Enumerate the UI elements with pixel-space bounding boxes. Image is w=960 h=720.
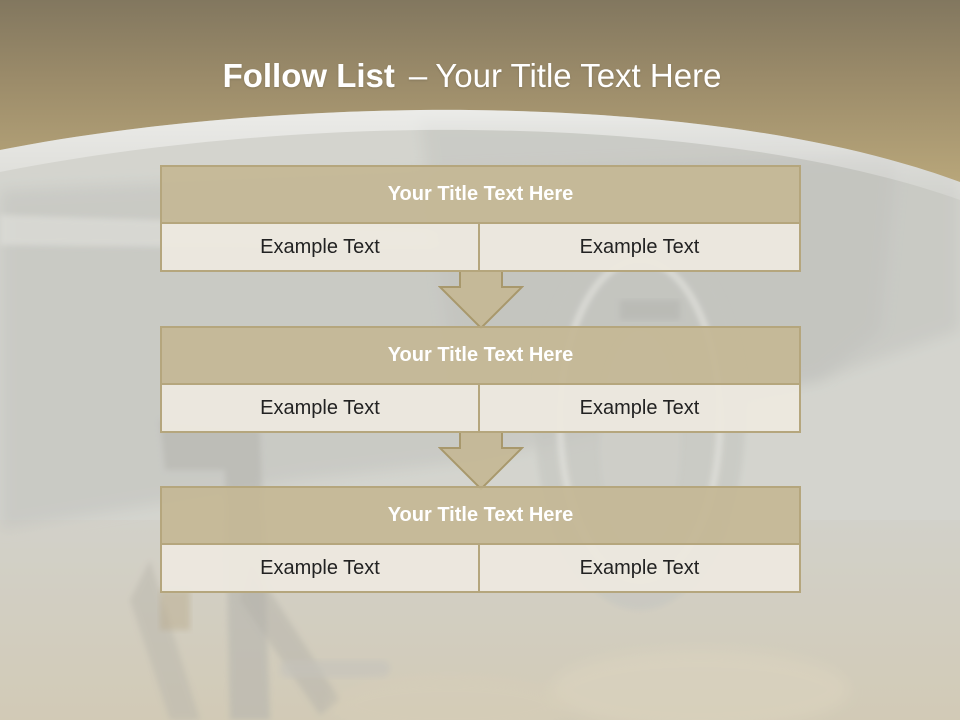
flow-block-left-text: Example Text xyxy=(160,543,480,593)
slide-title-rest: Your Title Text Here xyxy=(435,57,722,94)
flow-block-3: Your Title Text Here Example Text Exampl… xyxy=(160,486,801,594)
flow-block-left-text: Example Text xyxy=(160,222,480,272)
flow-block-title: Your Title Text Here xyxy=(160,165,801,224)
flow-block-row: Example Text Example Text xyxy=(160,543,801,593)
flow-block-row: Example Text Example Text xyxy=(160,383,801,433)
flow-block-title: Your Title Text Here xyxy=(160,486,801,545)
flow-block-left-text: Example Text xyxy=(160,383,480,433)
flow-block-right-text: Example Text xyxy=(480,222,801,272)
flow-block-2: Your Title Text Here Example Text Exampl… xyxy=(160,326,801,434)
flow-block-right-text: Example Text xyxy=(480,383,801,433)
slide-title: Follow List–Your Title Text Here xyxy=(0,52,944,100)
flow-block-right-text: Example Text xyxy=(480,543,801,593)
flow-block-title: Your Title Text Here xyxy=(160,326,801,385)
down-arrow-icon xyxy=(438,270,524,330)
flow-block-1: Your Title Text Here Example Text Exampl… xyxy=(160,165,801,273)
down-arrow-icon xyxy=(438,431,524,491)
slide-title-separator: – xyxy=(408,57,428,94)
slide-title-bold: Follow List xyxy=(222,57,395,94)
flow-block-row: Example Text Example Text xyxy=(160,222,801,272)
header-band xyxy=(0,0,960,200)
